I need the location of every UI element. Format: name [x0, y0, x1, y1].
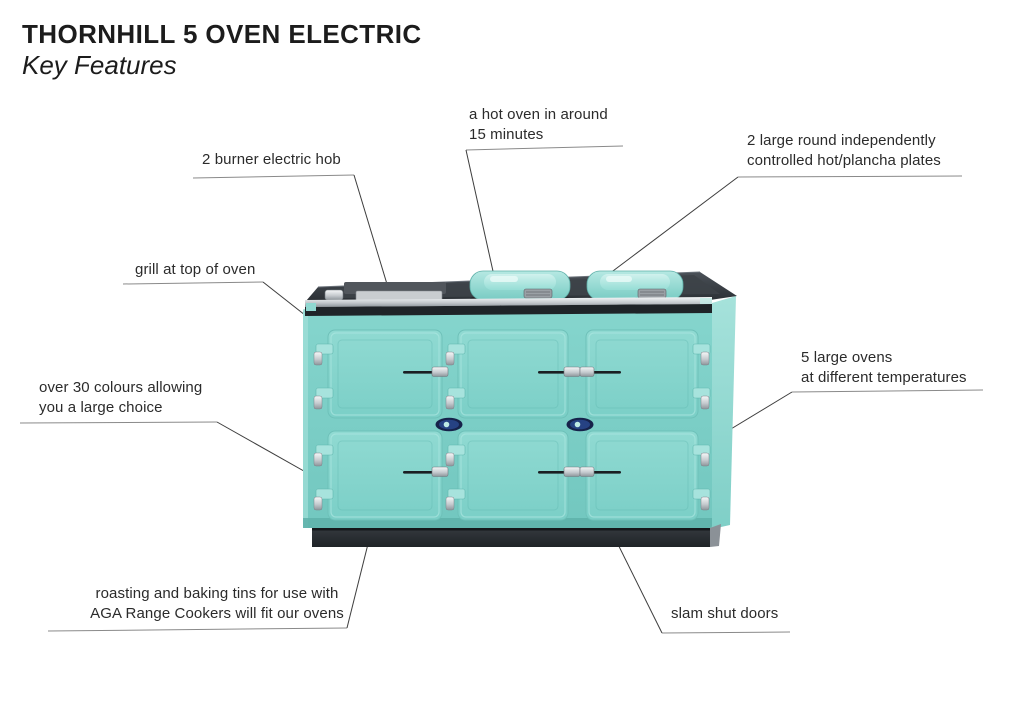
- body-left-highlight: [303, 309, 308, 528]
- page-title: THORNHILL 5 OVEN ELECTRIC: [22, 19, 422, 49]
- leader-line-electric-hob: [353, 174, 391, 295]
- rail-end-cap-left: [306, 303, 316, 311]
- lid-vent-grille-icon: [637, 288, 667, 299]
- annotation-hot-oven: a hot oven in around 15 minutes: [469, 106, 608, 143]
- oven-door-bottom-middle: [457, 430, 569, 521]
- control-panel: [324, 282, 446, 302]
- cooker-side-panel: [712, 296, 736, 529]
- leader-underline-plancha: [737, 175, 963, 178]
- leader-underline-electric-hob: [192, 174, 355, 179]
- annotation-roasting-tins: roasting and baking tins for use with AG…: [90, 585, 344, 622]
- lid-handle-icon: [324, 289, 344, 301]
- leader-underline-grill: [122, 281, 264, 285]
- oven-door-top-middle: [457, 329, 569, 419]
- annotation-electric-hob: 2 burner electric hob: [202, 151, 341, 168]
- leader-line-colours: [216, 421, 319, 480]
- front-rail: [305, 297, 712, 316]
- page-subtitle: Key Features: [22, 50, 177, 80]
- annotation-slam-doors: slam shut doors: [671, 605, 779, 622]
- leader-underline-five-ovens: [791, 389, 984, 393]
- annotation-five-ovens: 5 large ovens at different temperatures: [801, 349, 967, 386]
- oven-door-bottom-left: [327, 430, 443, 521]
- cooker: [303, 270, 737, 547]
- oven-door-bottom-right: [585, 430, 699, 521]
- leader-underline-slam: [661, 631, 791, 634]
- leader-underline-colours: [19, 421, 218, 424]
- leader-underline-hot-oven: [465, 145, 624, 151]
- plinth: [312, 524, 721, 547]
- header: THORNHILL 5 OVEN ELECTRIC Key Features: [22, 18, 422, 81]
- brand-badge-left: [435, 417, 463, 432]
- door-handles: [403, 366, 621, 477]
- oven-door-top-right: [585, 329, 699, 419]
- annotation-colours: over 30 colours allowing you a large cho…: [39, 379, 203, 416]
- door-hinges: [313, 343, 711, 511]
- oven-doors: [327, 329, 699, 521]
- brand-badge-right: [566, 417, 594, 432]
- oven-door-top-left: [327, 329, 443, 419]
- rail-end-cap-right: [700, 298, 712, 304]
- body-bottom-shadow: [303, 518, 712, 528]
- annotation-grill: grill at top of oven: [135, 261, 256, 278]
- lid-vent-grille-icon: [523, 288, 553, 299]
- annotation-plancha-plates: 2 large round independently controlled h…: [747, 132, 941, 169]
- leader-underline-roasting: [47, 627, 348, 632]
